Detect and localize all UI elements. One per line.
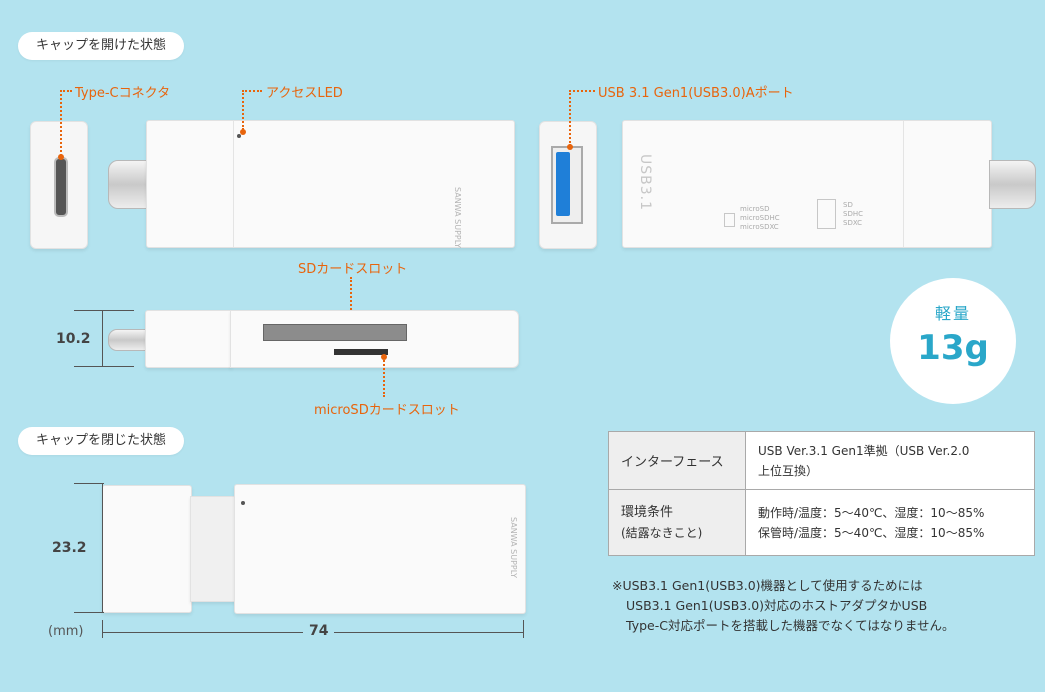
callout-type-c-leader-h xyxy=(60,90,72,92)
callout-microsd-dot xyxy=(381,354,387,360)
microsd-slot xyxy=(334,349,388,355)
dim-height-tick-top xyxy=(74,483,104,484)
led-dot xyxy=(237,134,241,138)
dim-height-line xyxy=(102,483,103,612)
dim-length-tick-left xyxy=(102,620,103,638)
callout-led-dot xyxy=(240,129,246,135)
callout-usb-leader-v xyxy=(569,90,571,146)
usb-a-plug-side xyxy=(989,160,1036,209)
usb-a-end-view xyxy=(539,121,597,249)
spec-value: 動作時/温度：5～40℃、湿度：10～85% 保管時/温度：5～40℃、湿度：1… xyxy=(745,489,1035,556)
spec-header-text: 環境条件 xyxy=(621,504,674,520)
cap-slotview xyxy=(145,310,232,368)
callout-led-leader-h xyxy=(242,90,262,92)
sd-print: SD SDHC SDXC xyxy=(843,201,863,227)
cap-end-view xyxy=(30,121,88,249)
dim-thickness-tick-bottom xyxy=(74,366,134,367)
cap-closed xyxy=(102,485,192,613)
spec-row-interface: インターフェース USB Ver.3.1 Gen1準拠（USB Ver.2.0 … xyxy=(608,431,1035,490)
callout-access-led: アクセスLED xyxy=(266,86,343,101)
weight-value: 13g xyxy=(917,328,989,368)
note-line: Type-C対応ポートを搭載した機器でなくてはなりません。 xyxy=(626,618,955,633)
type-c-plug-slotview xyxy=(108,329,150,351)
spec-value-line2: 上位互換） xyxy=(758,463,819,478)
dim-unit: (mm) xyxy=(48,624,84,639)
spec-value: USB Ver.3.1 Gen1準拠（USB Ver.2.0 上位互換） xyxy=(745,431,1035,490)
callout-sd-leader xyxy=(350,277,352,322)
callout-type-c: Type-Cコネクタ xyxy=(75,86,171,101)
microsd-print: microSD microSDHC microSDXC xyxy=(740,205,780,231)
spec-header: インターフェース xyxy=(608,431,746,490)
callout-microsd-leader xyxy=(383,357,385,397)
callout-type-c-dot xyxy=(58,154,64,160)
sd-slot xyxy=(263,324,407,341)
usb-note: ※USB3.1 Gen1(USB3.0)機器として使用するためには USB3.1… xyxy=(612,576,954,636)
note-line: ※USB3.1 Gen1(USB3.0)機器として使用するためには xyxy=(612,578,923,593)
callout-microsd-slot: microSDカードスロット xyxy=(314,403,460,418)
connector-gap xyxy=(190,496,238,602)
spec-value-line1: 動作時/温度：5～40℃、湿度：10～85% xyxy=(758,505,985,520)
dim-height-tick-bottom xyxy=(74,612,104,613)
weight-badge: 軽量 13g xyxy=(890,278,1016,404)
note-line: USB3.1 Gen1(USB3.0)対応のホストアダプタかUSB xyxy=(626,598,928,613)
brand-print: SANWA SUPPLY xyxy=(453,187,462,249)
led-dot-closed xyxy=(241,501,245,505)
callout-sd-slot: SDカードスロット xyxy=(298,262,408,277)
weight-label: 軽量 xyxy=(934,304,971,323)
callout-led-leader-v xyxy=(242,90,244,130)
dim-thickness-tick-top xyxy=(74,310,134,311)
spec-header-sub: (結露なきこと) xyxy=(621,525,703,540)
dim-thickness-line xyxy=(102,310,103,366)
callout-usb-leader-h xyxy=(569,90,595,92)
spec-row-environment: 環境条件 (結露なきこと) 動作時/温度：5～40℃、湿度：10～85% 保管時… xyxy=(608,489,1035,556)
callout-usb-a-port: USB 3.1 Gen1(USB3.0)Aポート xyxy=(598,86,794,101)
dim-thickness: 10.2 xyxy=(56,331,91,347)
reader-body-top: SANWA SUPPLY xyxy=(146,120,515,248)
spec-header-text: インターフェース xyxy=(621,455,724,470)
callout-type-c-leader-v xyxy=(60,90,62,156)
spec-header: 環境条件 (結露なきこと) xyxy=(608,489,746,556)
open-state-label: キャップを開けた状態 xyxy=(18,32,185,60)
brand-print-closed: SANWA SUPPLY xyxy=(509,517,518,579)
spec-value-line1: USB Ver.3.1 Gen1準拠（USB Ver.2.0 xyxy=(758,443,970,458)
dim-length: 74 xyxy=(303,623,335,639)
spec-value-line2: 保管時/温度：5～40℃、湿度：10～85% xyxy=(758,525,985,540)
type-c-plug xyxy=(108,160,152,209)
body-slotview xyxy=(230,310,519,368)
usb-a-port xyxy=(551,146,583,224)
usb-print: USB3.1 xyxy=(637,154,653,212)
microsd-card-icon xyxy=(724,213,735,227)
spec-table: インターフェース USB Ver.3.1 Gen1準拠（USB Ver.2.0 … xyxy=(608,431,1035,556)
side-seam xyxy=(903,121,904,247)
type-c-port-opening xyxy=(54,157,68,217)
body-seam xyxy=(233,121,234,247)
dim-height: 23.2 xyxy=(52,540,87,556)
body-closed: SANWA SUPPLY xyxy=(234,484,526,614)
sd-card-icon xyxy=(817,199,836,229)
reader-body-side: USB3.1 microSD microSDHC microSDXC SD SD… xyxy=(622,120,992,248)
callout-usb-dot xyxy=(567,144,573,150)
closed-state-label: キャップを閉じた状態 xyxy=(18,427,185,455)
dim-length-tick-right xyxy=(523,620,524,638)
usb-a-blue-tongue xyxy=(556,152,570,216)
